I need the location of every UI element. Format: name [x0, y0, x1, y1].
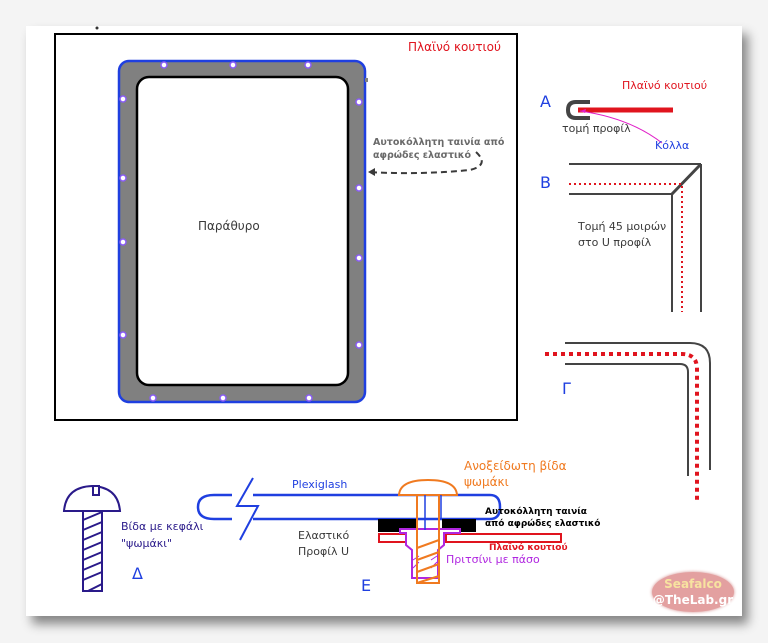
window-label: Παράθυρο: [198, 219, 260, 233]
profile-label-1: Ελαστικό: [298, 529, 350, 542]
box-side-left: [378, 533, 407, 543]
main-box-side-label: Πλαϊνό κουτιού: [408, 40, 501, 54]
tape-label-1: Αυτοκόλλητη ταινία: [485, 507, 587, 517]
screw-label-1: Βίδα με κεφάλι: [121, 520, 204, 533]
section-a-letter: A: [540, 92, 551, 111]
mounting-hole: [160, 61, 168, 69]
section-b-note-2: στο U προφίλ: [578, 236, 652, 249]
section-b-drawing: [569, 162, 703, 312]
section-e-drawing: [196, 477, 562, 584]
plexiglass-end: [196, 493, 232, 521]
foam-tape-label-2: αφρώδες ελαστικό: [373, 150, 472, 161]
profile-inner-curve: [565, 363, 689, 476]
box-side-dotted-curve: [545, 352, 699, 500]
screw-label-2: "ψωμάκι": [121, 537, 173, 550]
profile-label-2: Προφίλ U: [298, 545, 350, 558]
section-b-letter: B: [540, 173, 551, 192]
mounting-hole: [355, 98, 363, 106]
stainless-screw-shank: [416, 494, 440, 584]
foam-tape-arrowhead: [368, 168, 375, 176]
rivnut-label: Πριτσίνι με πάσο: [446, 553, 540, 566]
mounting-hole: [229, 61, 237, 69]
mounting-holes: [119, 61, 363, 402]
break-line: [235, 477, 260, 541]
mounting-hole: [355, 254, 363, 262]
tape-label-2: από αφρώδες ελαστικό: [485, 519, 601, 529]
foam-tape-label-1: Αυτοκόλλητη ταινία από: [373, 137, 505, 148]
mounting-hole: [119, 331, 127, 339]
section-e-letter: E: [361, 576, 372, 595]
profile-outer-curve: [565, 342, 711, 470]
miter-cut: [670, 162, 703, 196]
section-a-drawing: [565, 100, 673, 144]
glue-arrowhead: [580, 109, 586, 113]
mounting-hole: [119, 174, 127, 182]
mounting-hole: [304, 61, 312, 69]
section-a-box-side-label: Πλαϊνό κουτιού: [622, 79, 708, 92]
watermark-line-1: Seafalco: [664, 577, 722, 591]
box-side-right: [445, 533, 562, 543]
mounting-hole: [119, 95, 127, 103]
window-frame: [117, 59, 368, 404]
plexiglass-body: [253, 493, 502, 521]
screw-slot: [92, 485, 100, 496]
glue-leader: [579, 110, 663, 144]
section-g-letter: Γ: [562, 379, 571, 398]
stainless-screw-threads: [416, 539, 440, 584]
mounting-hole: [149, 394, 157, 402]
mounting-hole: [219, 394, 227, 402]
frame-notch: [365, 78, 368, 82]
mounting-hole: [119, 238, 127, 246]
glue-label: Κόλλα: [655, 139, 690, 152]
stray-dot: [95, 26, 99, 30]
section-d-letter: Δ: [132, 564, 143, 583]
pan-head-screw: [62, 484, 122, 592]
mounting-hole: [355, 341, 363, 349]
section-b-note-1: Τομή 45 μοιρών: [578, 220, 667, 233]
screw-threads: [82, 511, 103, 592]
u-profile-section: [565, 100, 590, 120]
section-e-box-side-label: Πλαϊνό κουτιού: [489, 543, 568, 553]
window-pane: [135, 75, 350, 387]
stainless-screw-label-2: ψωμάκι: [464, 475, 509, 489]
section-g-drawing: [545, 342, 711, 500]
stainless-screw-head: [397, 478, 459, 496]
stainless-screw-label-1: Ανοξείδωτη βίδα: [464, 459, 567, 473]
foam-tape-leader: [367, 151, 483, 175]
screw-shank: [82, 510, 103, 592]
mounting-hole: [305, 394, 313, 402]
section-a-profile-label: τομή προφίλ: [562, 122, 631, 135]
watermark-line-2: @TheLab.gr: [652, 593, 734, 607]
plexiglass-label: Plexiglash: [292, 478, 348, 491]
mounting-hole: [355, 184, 363, 192]
watermark-badge: Seafalco @TheLab.gr: [652, 572, 734, 612]
box-side-outline: [54, 33, 518, 421]
